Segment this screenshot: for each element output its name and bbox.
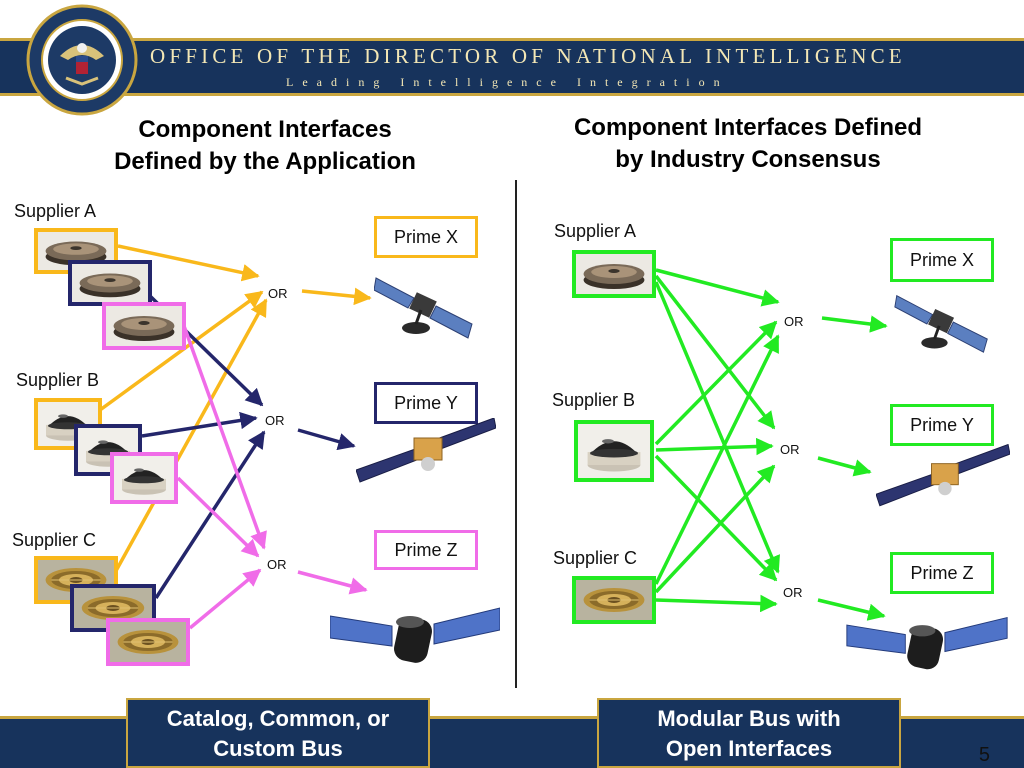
right-prime-z-satellite-icon [844,610,1010,676]
agency-name: OFFICE OF THE DIRECTOR OF NATIONAL INTEL… [150,44,906,68]
right-supplier-a-label: Supplier A [554,221,637,241]
agency-tagline: Leading Intelligence Integration [286,75,729,89]
left-prime-z-box: Prime Z [374,530,478,570]
arrow-b1-to-or1 [98,290,264,412]
left-heading-line1: Component Interfaces [138,116,392,143]
arrow-or2-to-primey [297,428,356,451]
arrow-a1-to-or1 [117,244,260,282]
left-supplier-b-prime-z-component [110,452,178,504]
arrow-a3-to-or3 [182,325,267,550]
right-heading-line2: by Industry Consensus [615,146,881,173]
odni-seal-icon [26,4,138,116]
right-supplier-b-component [574,420,654,482]
left-caption-line2: Custom Bus [213,736,343,761]
arrow-b2-to-or2 [141,411,258,438]
left-prime-x-box: Prime X [374,216,478,258]
arrow-ra-to-or2 [654,274,776,430]
arrow-ra-to-or1 [655,268,780,307]
left-prime-y-box: Prime Y [374,382,478,424]
gear-ring-icon [576,580,652,620]
page-number: 5 [978,744,990,766]
left-supplier-a-label: Supplier A [14,201,97,221]
dome-actuator-icon [578,424,650,478]
right-supplier-b-label: Supplier B [552,390,636,410]
arrow-ror3-to-primez [817,598,886,621]
arrow-rb-to-or2 [655,437,774,456]
right-caption-line2: Open Interfaces [665,736,833,761]
arrow-rc-to-or2 [654,464,776,594]
arrow-or3-to-primez [297,570,368,595]
arrow-rc-to-or1 [654,334,780,585]
panel-divider [515,180,517,688]
left-supplier-c-prime-z-component [106,618,190,666]
left-caption-line1: Catalog, Common, or [166,706,390,731]
right-caption-box: Modular Bus with Open Interfaces [597,698,901,768]
dome-actuator-icon [114,456,174,500]
header-banner [0,38,1024,96]
arrow-b3-to-or3 [176,476,260,558]
left-heading: Component Interfaces Defined by the Appl… [70,114,460,178]
right-prime-z-box: Prime Z [890,552,994,594]
left-or-label-z: OR [267,557,287,572]
right-supplier-c-label: Supplier C [553,548,638,568]
arrow-or1-to-primex [301,287,372,306]
right-prime-y-box: Prime Y [890,404,994,446]
arrow-c2-to-or2 [154,430,266,599]
arrow-rb-to-or1 [654,320,778,446]
left-heading-line2: Defined by the Application [114,148,416,175]
right-or-label-x: OR [784,314,804,329]
left-prime-x-satellite-icon [374,272,474,342]
right-supplier-c-component [572,576,656,624]
reaction-wheel-icon [72,264,148,302]
arrow-rc-to-or3 [655,594,778,613]
right-prime-x-satellite-icon [894,290,990,356]
left-prime-z-satellite-icon [330,600,500,670]
arrow-rb-to-or3 [654,454,778,582]
right-heading: Component Interfaces Defined by Industry… [528,112,968,176]
right-or-label-y: OR [780,442,800,457]
left-caption-box: Catalog, Common, or Custom Bus [126,698,430,768]
right-caption-line1: Modular Bus with [657,706,841,731]
left-supplier-c-label: Supplier C [12,530,97,550]
right-supplier-a-component [572,250,656,298]
left-or-label-y: OR [265,413,285,428]
reaction-wheel-icon [106,306,182,346]
right-or-label-z: OR [783,585,803,600]
left-supplier-a-prime-y-component [68,260,152,306]
left-prime-y-satellite-icon [356,418,496,488]
arrow-ra-to-or3 [654,281,780,574]
arrow-c3-to-or3 [188,568,262,630]
arrow-ror1-to-primex [821,315,888,333]
right-prime-x-box: Prime X [890,238,994,282]
left-supplier-a-prime-z-component [102,302,186,350]
left-or-label-x: OR [268,286,288,301]
arrow-ror2-to-primey [817,456,872,477]
right-heading-line1: Component Interfaces Defined [573,114,923,141]
left-supplier-b-label: Supplier B [16,370,100,390]
arrow-c1-to-or1 [110,298,268,579]
gear-ring-icon [110,622,186,662]
reaction-wheel-icon [576,254,652,294]
right-prime-y-satellite-icon [876,444,1010,512]
